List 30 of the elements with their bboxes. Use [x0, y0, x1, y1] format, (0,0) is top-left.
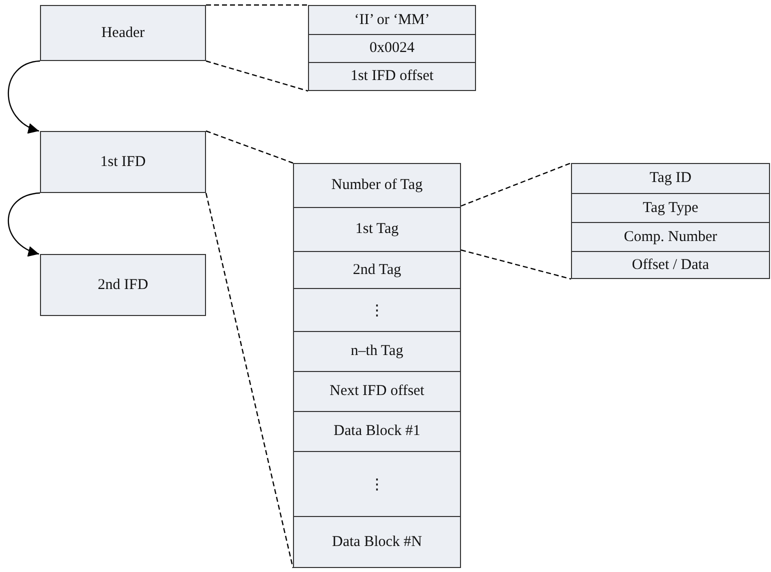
- field-cell: Next IFD offset: [294, 371, 460, 411]
- curved-arrow: [8, 192, 40, 256]
- structure-table: [308, 5, 476, 91]
- structure-table: [571, 163, 770, 279]
- dashed-line: [206, 130, 294, 164]
- dashed-line: [206, 60, 308, 92]
- field-cell: 2nd Tag: [294, 251, 460, 288]
- dashed-line: [206, 4, 308, 6]
- field-cell: 1st IFD offset: [309, 62, 475, 90]
- curved-arrow: [8, 60, 40, 132]
- field-cell: ‘II’ or ‘MM’: [309, 6, 475, 34]
- field-cell: Comp. Number: [572, 222, 769, 251]
- block-box: 1st IFD: [40, 131, 206, 193]
- field-cell: Tag ID: [572, 164, 769, 193]
- structure-table: [293, 163, 461, 568]
- dashed-line: [460, 249, 572, 280]
- field-cell: Tag Type: [572, 193, 769, 222]
- dashed-line: [460, 162, 572, 207]
- block-box: 2nd IFD: [40, 254, 206, 316]
- field-cell: ⋮: [294, 288, 460, 331]
- field-cell: ⋮: [294, 451, 460, 516]
- field-cell: 1st Tag: [294, 207, 460, 251]
- block-box: Header: [40, 5, 206, 61]
- dashed-line: [205, 192, 294, 568]
- field-cell: Data Block #1: [294, 411, 460, 451]
- field-cell: n–th Tag: [294, 331, 460, 371]
- field-cell: Number of Tag: [294, 164, 460, 207]
- field-cell: Data Block #N: [294, 516, 460, 567]
- field-cell: 0x0024: [309, 34, 475, 62]
- field-cell: Offset / Data: [572, 251, 769, 278]
